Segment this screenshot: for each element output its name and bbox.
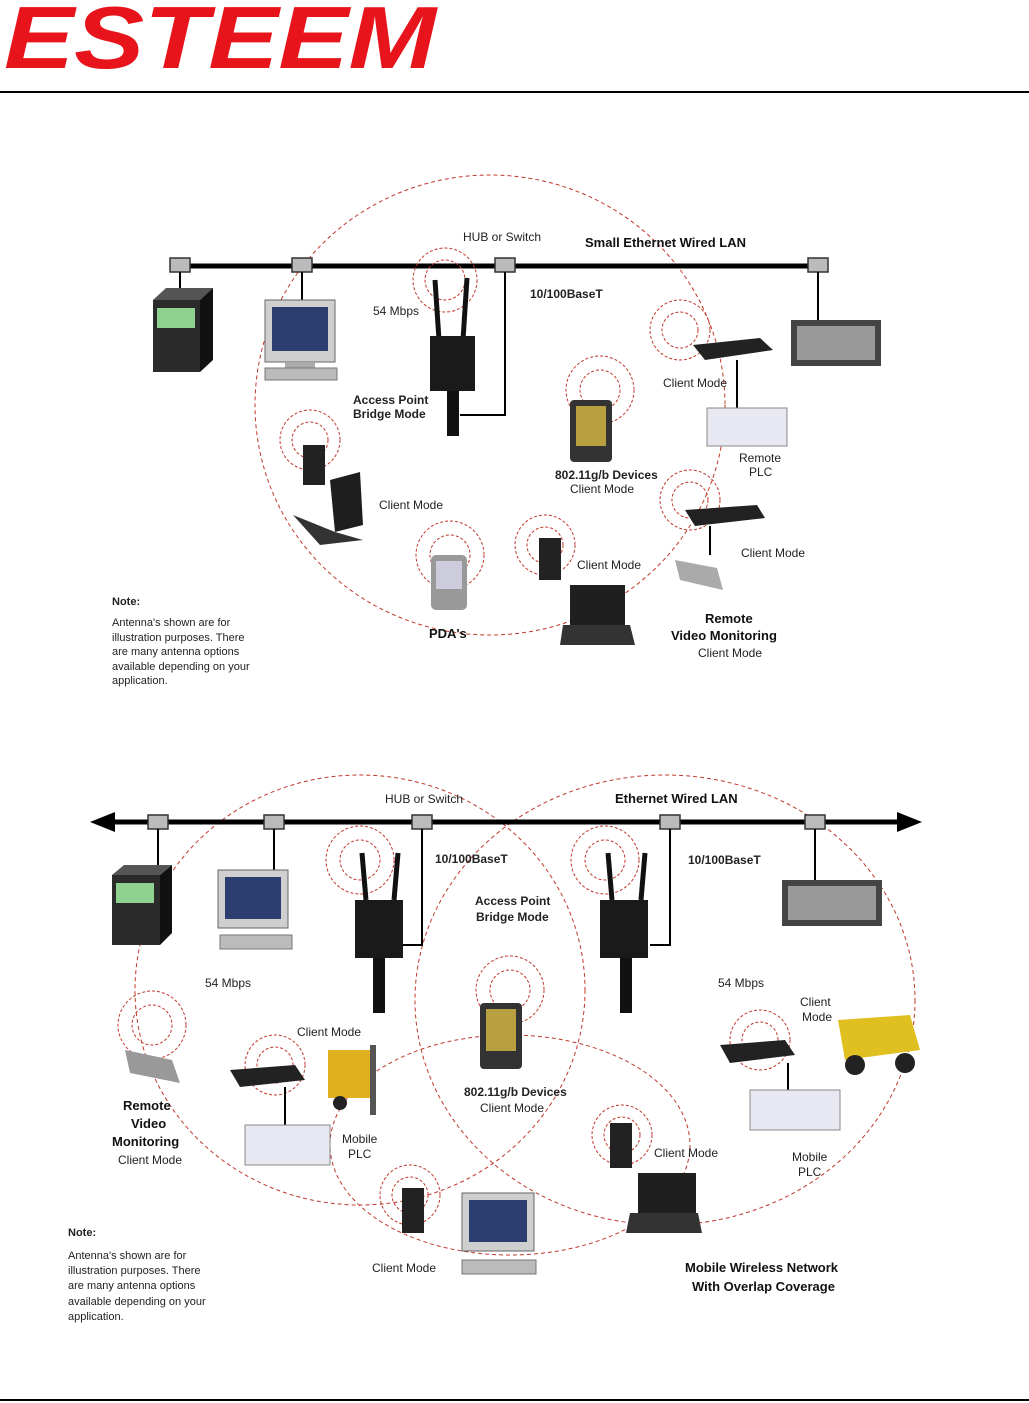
- laptop-client: Client Mode: [379, 498, 443, 512]
- bus-arrow-right: [897, 812, 922, 832]
- footer-rule: [0, 1399, 1029, 1401]
- lan-label: Ethernet Wired LAN: [615, 791, 738, 806]
- access-point-left-icon: [325, 825, 403, 1013]
- note-line-2: illustration purposes. There: [68, 1265, 200, 1277]
- coverage-circle: [254, 174, 726, 636]
- pc-client: Client Mode: [372, 1261, 436, 1275]
- video-3: Monitoring: [112, 1134, 179, 1149]
- note-title: Note:: [68, 1227, 96, 1239]
- video-sub: Client Mode: [118, 1153, 182, 1167]
- lan-label: Small Ethernet Wired LAN: [585, 235, 746, 250]
- plc-rack-icon: [782, 880, 882, 926]
- video-label-2: Video Monitoring: [671, 628, 777, 643]
- note-line-3: are many antenna options: [112, 646, 240, 658]
- client-radio-icon: [649, 299, 773, 410]
- remote-plc-2: PLC: [749, 465, 773, 479]
- mobile-network-diagram: HUB or Switch Ethernet Wired LAN 10/100B…: [68, 774, 922, 1323]
- video-camera-icon: [117, 990, 187, 1083]
- video-client: Client Mode: [741, 546, 805, 560]
- pc-card-laptop-icon: [591, 1104, 702, 1233]
- client-radio-right-icon: [720, 1009, 841, 1131]
- ap-label-1: Access Point: [475, 894, 550, 908]
- network-1: Mobile Wireless Network: [685, 1260, 839, 1275]
- remote-plc-icon: [706, 407, 788, 447]
- desktop-pc-icon: [217, 869, 293, 950]
- access-point-right-icon: [570, 825, 648, 1013]
- desktop-pc-icon: [264, 299, 338, 381]
- coverage-circle-left: [134, 774, 586, 1206]
- ap-label-1: Access Point: [353, 393, 428, 407]
- speed-right: 54 Mbps: [718, 976, 764, 990]
- note-line-3: are many antenna options: [68, 1280, 196, 1292]
- client-right-1: Client: [800, 995, 831, 1009]
- note-line-2: illustration purposes. There: [112, 632, 244, 644]
- base-label: 10/100BaseT: [530, 287, 603, 301]
- card-client: Client Mode: [577, 558, 641, 572]
- mobile-plc-left-2: PLC: [348, 1147, 372, 1161]
- video-sub: Client Mode: [698, 646, 762, 660]
- client-mode-top: Client Mode: [663, 376, 727, 390]
- devices-label: 802.11g/b Devices: [464, 1085, 567, 1099]
- access-point-icon: [412, 247, 478, 436]
- video-label-1: Remote: [705, 611, 753, 626]
- laptop-icon: [279, 409, 363, 545]
- forklift-icon: [328, 1045, 376, 1115]
- bus-arrow-left: [90, 812, 115, 832]
- pda-device-icon: [475, 955, 545, 1069]
- note-line-1: Antenna's shown are for: [68, 1250, 187, 1262]
- mobile-plc-left-1: Mobile: [342, 1132, 378, 1146]
- hub-label: HUB or Switch: [385, 792, 463, 806]
- mobile-plc-right-2: PLC: [798, 1165, 822, 1179]
- forklift-radio-icon: [230, 1034, 331, 1166]
- forklift-client: Client Mode: [297, 1025, 361, 1039]
- base-right: 10/100BaseT: [688, 853, 761, 867]
- server-icon: [153, 288, 213, 372]
- note-line-5: application.: [112, 675, 168, 687]
- header-rule: [0, 91, 1029, 93]
- speed-left: 54 Mbps: [205, 976, 251, 990]
- card-right-client: Client Mode: [654, 1146, 718, 1160]
- speed-label: 54 Mbps: [373, 304, 419, 318]
- devices-sub: Client Mode: [570, 482, 634, 496]
- pda-device-icon: [565, 355, 635, 462]
- video-1: Remote: [123, 1098, 171, 1113]
- plc-rack-icon: [791, 320, 881, 366]
- dump-truck-icon: [838, 1015, 920, 1075]
- video-2: Video: [131, 1116, 166, 1131]
- remote-plc-1: Remote: [739, 451, 781, 465]
- pda-label: PDA's: [429, 626, 467, 641]
- server-icon: [112, 865, 172, 945]
- devices-label: 802.11g/b Devices: [555, 468, 658, 482]
- note-line-4: available depending on your: [68, 1296, 206, 1308]
- pc-card-desktop-icon: [379, 1164, 537, 1275]
- mobile-plc-right-1: Mobile: [792, 1150, 828, 1164]
- note-title: Note:: [112, 596, 140, 608]
- network-2: With Overlap Coverage: [692, 1279, 835, 1294]
- note-line-5: application.: [68, 1311, 124, 1323]
- pda-icon: [415, 520, 485, 610]
- small-lan-diagram: HUB or Switch Small Ethernet Wired LAN 5…: [112, 174, 881, 687]
- note-line-4: available depending on your: [112, 661, 250, 673]
- client-right-2: Mode: [802, 1010, 832, 1024]
- video-camera-icon: [659, 469, 765, 590]
- ap-label-2: Bridge Mode: [476, 910, 549, 924]
- devices-sub: Client Mode: [480, 1101, 544, 1115]
- pc-card-laptop-icon: [514, 514, 635, 645]
- lan-ports: [147, 814, 826, 830]
- hub-label: HUB or Switch: [463, 230, 541, 244]
- note-line-1: Antenna's shown are for: [112, 617, 231, 629]
- logo-text: ESTEEM: [4, 0, 438, 74]
- ap-label-2: Bridge Mode: [353, 407, 426, 421]
- base-left: 10/100BaseT: [435, 852, 508, 866]
- coverage-circle-bottom: [329, 1034, 691, 1256]
- esteem-logo: ESTEEM: [4, 0, 438, 74]
